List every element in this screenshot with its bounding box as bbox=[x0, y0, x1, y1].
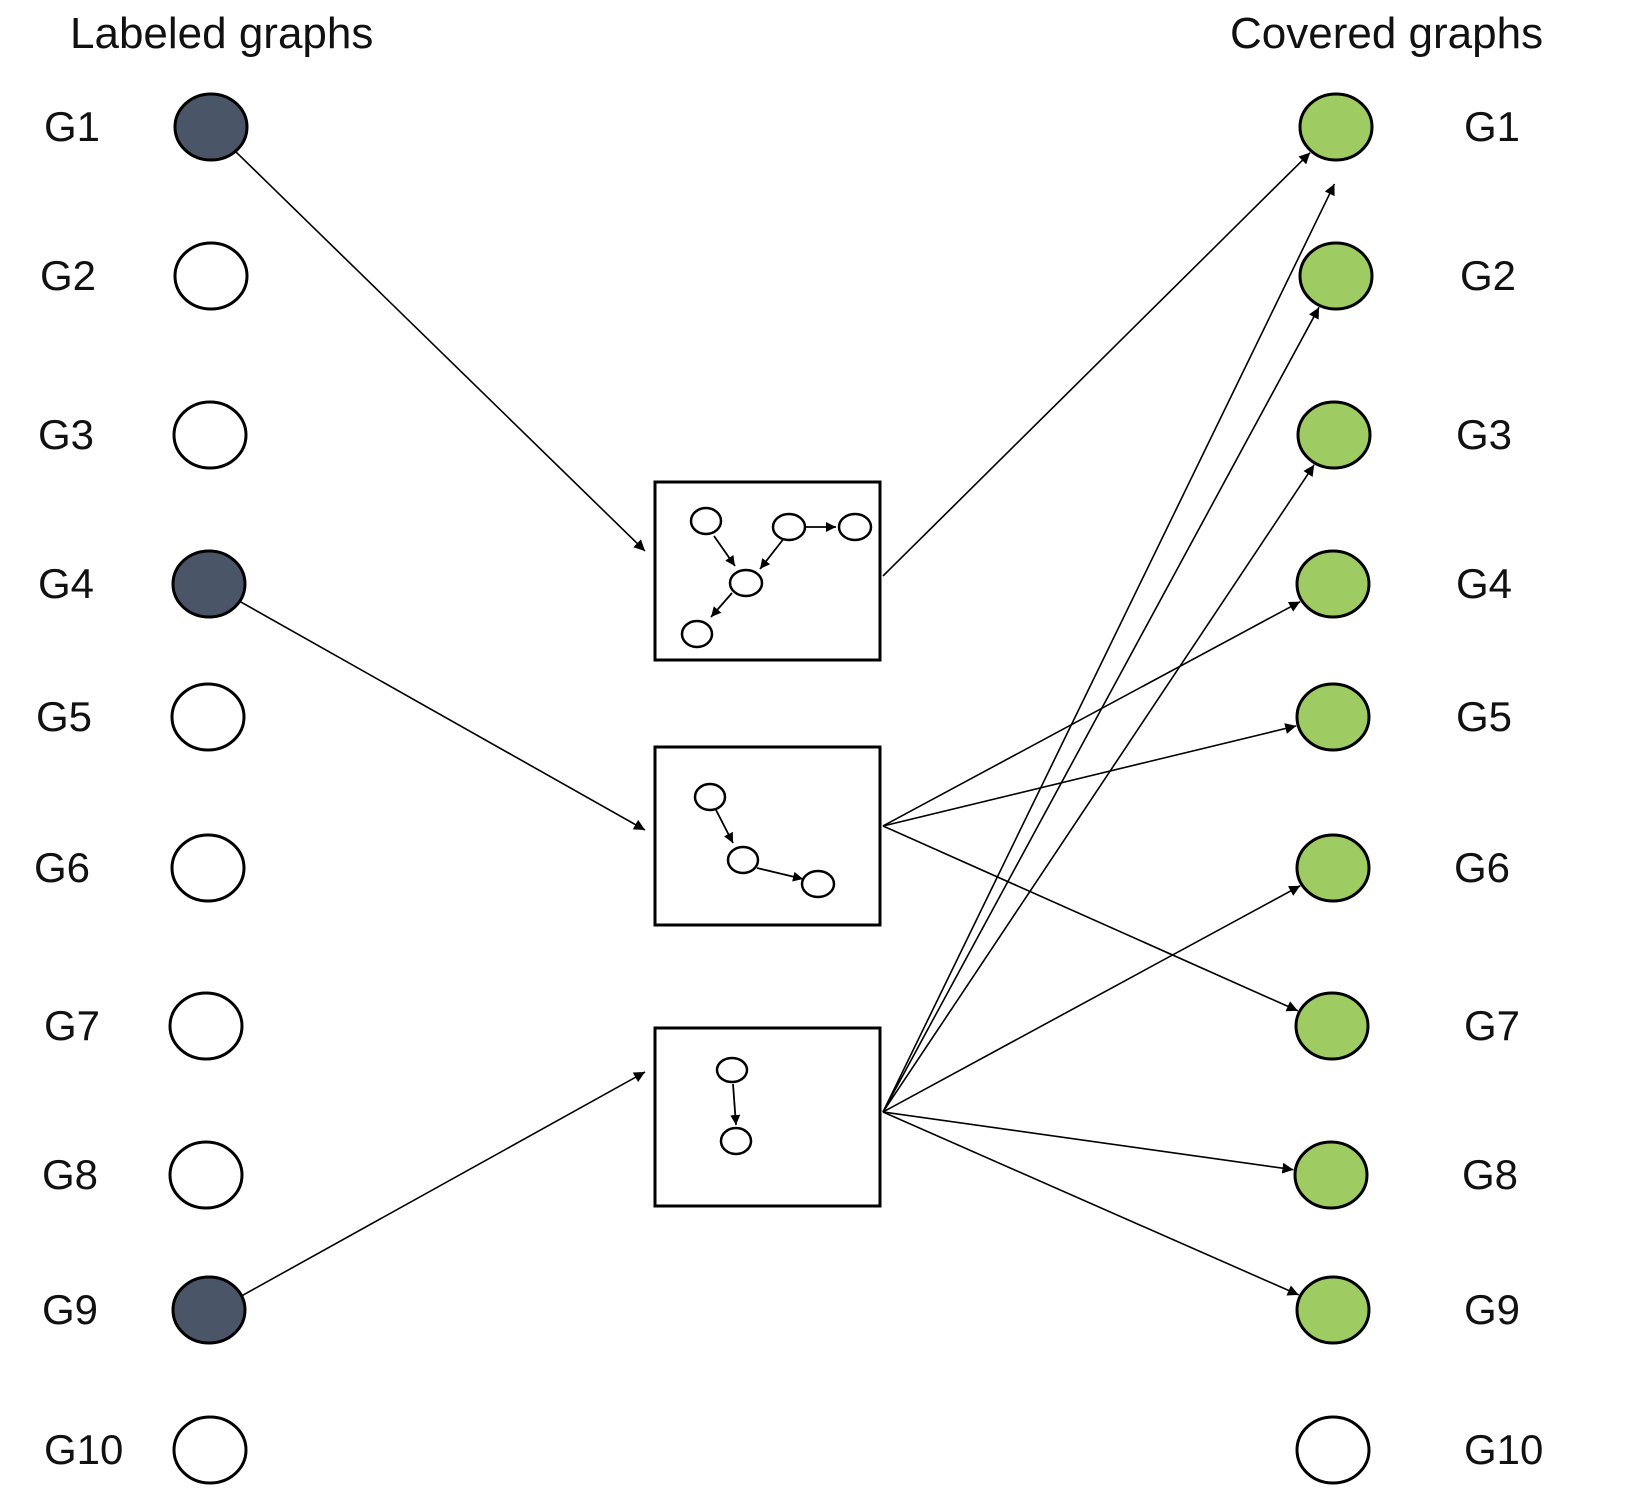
pattern-node bbox=[728, 568, 764, 598]
edge-pattern-2-to-g4 bbox=[882, 600, 1301, 827]
labeled-graph-node-g7 bbox=[168, 991, 244, 1061]
covered-graph-node-g10 bbox=[1295, 1415, 1371, 1485]
labeled-graph-label-g3: G3 bbox=[38, 411, 94, 458]
labeled-graphs-heading: Labeled graphs bbox=[70, 9, 373, 58]
edges-layer bbox=[234, 150, 1336, 1297]
covered-graph-label-g3: G3 bbox=[1456, 411, 1512, 458]
covered-graph-node-g9 bbox=[1295, 1275, 1371, 1345]
covered-graph-node-g1 bbox=[1298, 92, 1374, 162]
labeled-graph-node-g9 bbox=[171, 1275, 247, 1345]
labeled-graph-node-g10 bbox=[172, 1415, 248, 1485]
covered-graph-node-g4 bbox=[1295, 549, 1371, 619]
covered-graph-node-g7 bbox=[1294, 991, 1370, 1061]
labeled-graph-node-g2 bbox=[173, 241, 249, 311]
edge-g9-to-pattern-3 bbox=[241, 1071, 646, 1297]
labeled-graph-label-g1: G1 bbox=[44, 103, 100, 150]
labeled-graph-node-g3 bbox=[172, 400, 248, 470]
pattern-box-1 bbox=[653, 480, 882, 662]
edge-pattern-3-to-g9 bbox=[882, 1111, 1300, 1296]
pattern-node bbox=[771, 512, 807, 542]
pattern-node bbox=[693, 782, 727, 812]
edge-pattern-3-to-g1 bbox=[882, 183, 1336, 1113]
labeled-graph-label-g2: G2 bbox=[40, 252, 96, 299]
covered-graph-node-g5 bbox=[1295, 682, 1371, 752]
edge-pattern-3-to-g8 bbox=[882, 1111, 1294, 1174]
pattern-node bbox=[689, 506, 723, 536]
edge-pattern-2-to-g7 bbox=[882, 825, 1299, 1012]
covered-graph-node-g6 bbox=[1295, 833, 1371, 903]
covered-graph-label-g8: G8 bbox=[1462, 1151, 1518, 1198]
pattern-node bbox=[837, 512, 873, 542]
pattern-box-2 bbox=[653, 745, 882, 927]
labeled-graph-node-g6 bbox=[170, 833, 246, 903]
labeled-graph-node-g4 bbox=[171, 549, 247, 619]
covered-graph-label-g9: G9 bbox=[1464, 1286, 1520, 1333]
edge-pattern-1-to-g1 bbox=[882, 152, 1311, 577]
edge-g4-to-pattern-2 bbox=[239, 600, 646, 831]
pattern-box-3 bbox=[653, 1026, 882, 1208]
labeled-graph-label-g10: G10 bbox=[44, 1426, 123, 1473]
labeled-graph-node-g8 bbox=[168, 1140, 244, 1210]
covered-graph-label-g6: G6 bbox=[1454, 844, 1510, 891]
labeled-graph-label-g6: G6 bbox=[34, 844, 90, 891]
covered-graph-label-g4: G4 bbox=[1456, 560, 1512, 607]
edge-pattern-3-to-g3 bbox=[882, 464, 1315, 1113]
covered-graph-label-g10: G10 bbox=[1464, 1426, 1543, 1473]
labeled-graph-label-g8: G8 bbox=[42, 1151, 98, 1198]
pattern-node bbox=[715, 1056, 749, 1084]
labeled-graph-label-g5: G5 bbox=[36, 693, 92, 740]
labeled-graph-node-g1 bbox=[173, 92, 249, 162]
covered-graph-label-g2: G2 bbox=[1460, 252, 1516, 299]
edge-g1-to-pattern-1 bbox=[234, 150, 646, 552]
covered-graphs-heading: Covered graphs bbox=[1230, 9, 1543, 58]
pattern-node bbox=[719, 1126, 753, 1156]
pattern-node bbox=[726, 845, 760, 875]
pattern-node bbox=[680, 619, 714, 649]
covered-graph-label-g7: G7 bbox=[1464, 1002, 1520, 1049]
covered-graph-label-g5: G5 bbox=[1456, 693, 1512, 740]
labeled-graph-node-g5 bbox=[170, 682, 246, 752]
covered-graph-node-g8 bbox=[1293, 1140, 1369, 1210]
edge-pattern-2-to-g5 bbox=[882, 723, 1297, 827]
covered-graph-node-g2 bbox=[1298, 241, 1374, 311]
pattern-node bbox=[800, 869, 836, 899]
labeled-graph-label-g9: G9 bbox=[42, 1286, 98, 1333]
labeled-graph-label-g7: G7 bbox=[44, 1002, 100, 1049]
edge-pattern-3-to-g6 bbox=[882, 885, 1301, 1113]
edge-pattern-3-to-g2 bbox=[882, 306, 1320, 1113]
covered-graph-label-g1: G1 bbox=[1464, 103, 1520, 150]
labeled-graph-label-g4: G4 bbox=[38, 560, 94, 607]
covered-graph-node-g3 bbox=[1296, 400, 1372, 470]
